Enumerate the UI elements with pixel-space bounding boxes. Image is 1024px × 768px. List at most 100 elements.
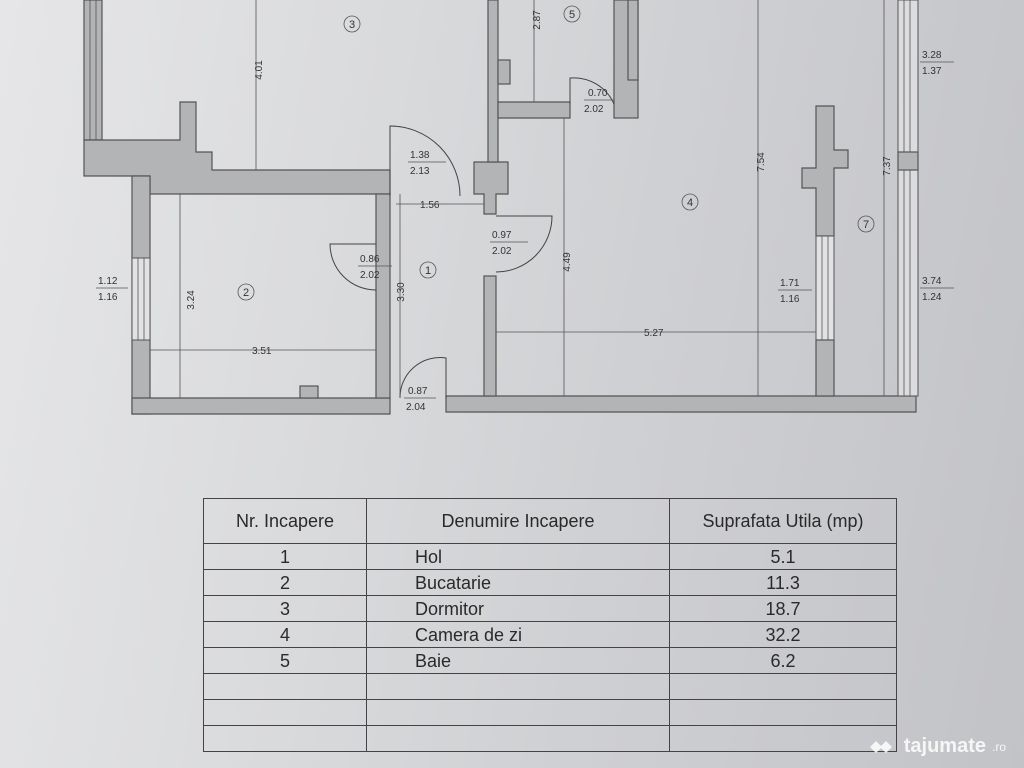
svg-text:1: 1 [425,265,431,277]
watermark-domain: .ro [991,739,1006,754]
door-swing [399,357,447,399]
dimension: 3.24 [186,290,197,310]
dimension: 0.70 [588,88,608,99]
wall [131,397,391,415]
wall [801,105,849,237]
table-cell: 5 [203,647,367,674]
dimension: 2.13 [410,166,430,177]
window [131,257,151,341]
table-row [203,699,897,726]
brand-logo-icon [869,740,892,753]
table-cell: 3 [203,595,367,622]
room-label: 4 [681,193,699,211]
dimension: 1.16 [98,292,118,303]
table-cell: Baie [366,647,670,674]
dimension: 2.02 [584,104,604,115]
dimension: 1.16 [780,294,800,305]
wall [375,193,391,399]
table-row [203,725,897,752]
door-swing [569,77,615,105]
door-swing [329,243,377,291]
table-cell [366,673,670,700]
table-cell [366,725,670,752]
table-cell: 2 [203,569,367,596]
svg-text:2: 2 [243,287,249,299]
balcony-rail [897,0,919,397]
floor-plan: 3 5 4 7 1 2 4.01 2.87 3.28 1.37 0.70 2.0… [83,0,954,415]
table-cell: Dormitor [366,595,670,622]
wall [83,101,391,195]
svg-text:7: 7 [863,219,869,231]
door-swing [495,215,553,273]
dimension: 3.51 [252,346,272,357]
dimension: 1.56 [420,200,440,211]
table-cell [669,699,897,726]
table-cell [669,725,897,752]
watermark-brand: tajumate [903,735,986,757]
dimension: 3.74 [922,276,942,287]
dimension: 0.87 [408,386,428,397]
column-header: Suprafata Utila (mp) [669,498,897,544]
table-cell [366,699,670,726]
dimension: 0.86 [360,254,380,265]
column-header: Nr. Incapere [203,498,367,544]
table-cell: Camera de zi [366,621,670,648]
dimension: 7.54 [756,152,767,172]
table-cell [203,699,367,726]
dimension: 1.37 [922,66,942,77]
wall [83,0,103,141]
room-label: 3 [343,15,361,33]
room-label: 5 [563,5,581,23]
dimension: 3.28 [922,50,942,61]
table-cell [203,725,367,752]
dimension: 2.87 [532,10,543,30]
dimension: 1.12 [98,276,118,287]
room-label: 7 [857,215,875,233]
wall [497,101,571,119]
wall [497,59,511,85]
window [815,235,835,341]
dimension: 2.02 [492,246,512,257]
dimension: 5.27 [644,328,664,339]
dimension: 4.49 [562,252,573,272]
dimension: 0.97 [492,230,512,241]
wall [487,0,499,163]
table-cell: 18.7 [669,595,897,622]
dimension: 2.04 [406,402,426,413]
table-cell: 11.3 [669,569,897,596]
table-cell: Hol [366,543,670,570]
table-cell [669,673,897,700]
table-row [203,673,897,700]
door-swing [389,125,461,197]
dimension: 7.37 [882,156,893,176]
watermark: tajumate .ro [868,735,1006,758]
dimension: 1.38 [410,150,430,161]
wall [483,275,497,397]
wall [445,395,917,413]
dimension: 3.30 [396,282,407,302]
column-header: Denumire Incapere [366,498,670,544]
svg-text:4: 4 [687,197,693,209]
dimension: 1.24 [922,292,942,303]
table-cell: 4 [203,621,367,648]
table-cell: 1 [203,543,367,570]
svg-text:3: 3 [349,19,355,31]
table-header-row: Nr. Incapere Denumire Incapere Suprafata… [203,498,897,544]
table-cell: 5.1 [669,543,897,570]
table-cell [203,673,367,700]
table-cell: Bucatarie [366,569,670,596]
wall [473,161,509,215]
wall [299,385,319,399]
dimension: 4.01 [254,60,265,80]
dimension: 2.02 [360,270,380,281]
room-label: 1 [419,261,437,279]
dimension: 1.71 [780,278,800,289]
wall [815,339,835,397]
table-cell: 32.2 [669,621,897,648]
